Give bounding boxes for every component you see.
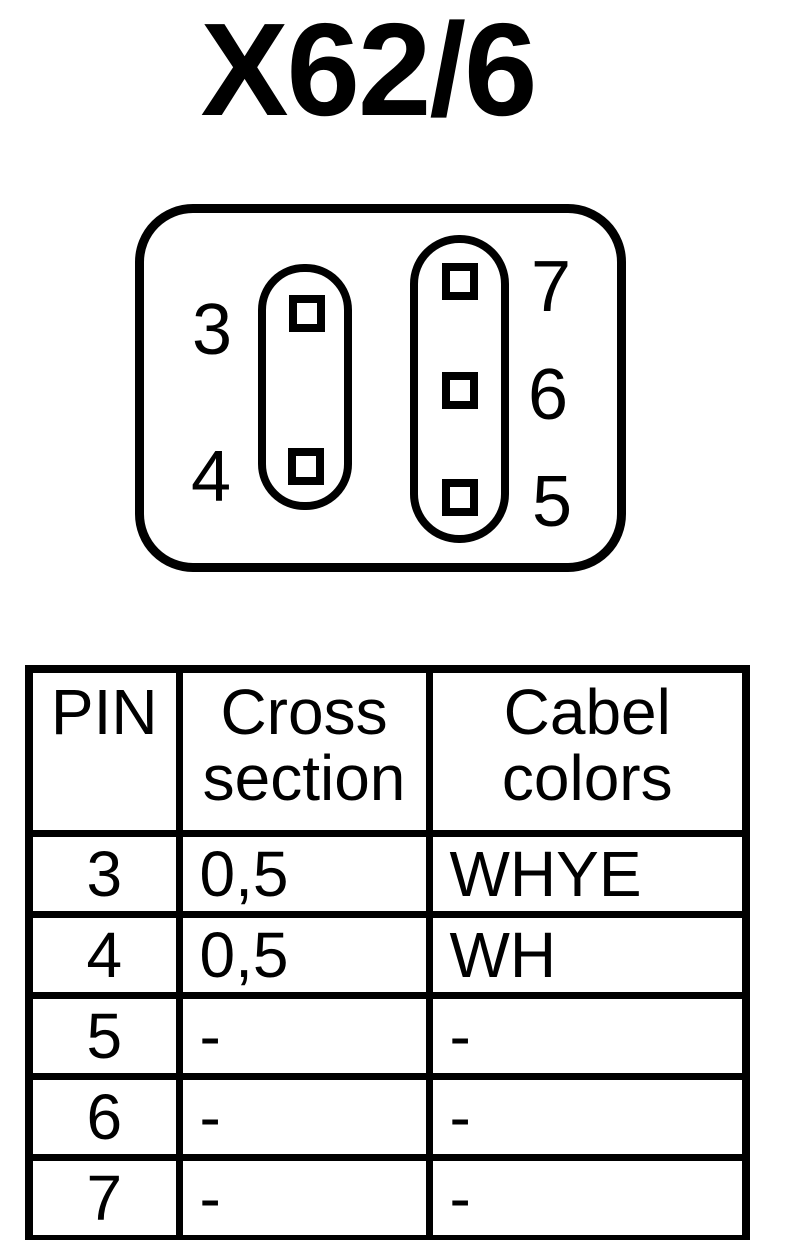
table-header-row: PIN Cross section Cabel colors [25, 665, 750, 837]
pin-4-slot [288, 448, 324, 485]
table-row-pin-3: 3 0,5 WHYE [25, 830, 750, 918]
pin-cell: 4 [25, 911, 183, 999]
pin-cell: 7 [25, 1154, 183, 1240]
cable-color-cell: WH [425, 911, 750, 999]
table-header-cross-section: Cross section [175, 665, 433, 837]
pin-5-label: 5 [531, 462, 573, 542]
table-row-pin-6: 6 - - [25, 1073, 750, 1161]
pin-4-label: 4 [190, 437, 232, 517]
table-header-cable-colors: Cabel colors [425, 665, 750, 837]
pin-5-slot [442, 479, 478, 516]
table-row-pin-5: 5 - - [25, 992, 750, 1080]
table-row-pin-7: 7 - - [25, 1154, 750, 1240]
cable-color-cell: - [425, 992, 750, 1080]
pin-6-slot [442, 372, 478, 409]
page-title: X62/6 [200, 0, 538, 143]
cable-color-cell: WHYE [425, 830, 750, 918]
cross-section-cell: - [175, 992, 433, 1080]
pin-cell: 5 [25, 992, 183, 1080]
cross-section-cell: - [175, 1154, 433, 1240]
pin-cell: 6 [25, 1073, 183, 1161]
pin-3-slot [289, 295, 325, 332]
cross-section-cell: 0,5 [175, 911, 433, 999]
connector-housing-outline [135, 204, 626, 572]
pin-7-label: 7 [530, 247, 572, 327]
pinout-table: PIN Cross section Cabel colors 3 0,5 WHY… [25, 665, 750, 1240]
cable-color-cell: - [425, 1073, 750, 1161]
pin-3-label: 3 [191, 290, 233, 370]
cross-section-cell: - [175, 1073, 433, 1161]
table-row-pin-4: 4 0,5 WH [25, 911, 750, 999]
cross-section-cell: 0,5 [175, 830, 433, 918]
pin-cell: 3 [25, 830, 183, 918]
pin-7-slot [442, 263, 478, 300]
cable-color-cell: - [425, 1154, 750, 1240]
table-header-pin: PIN [25, 665, 183, 837]
pin-6-label: 6 [527, 355, 569, 435]
